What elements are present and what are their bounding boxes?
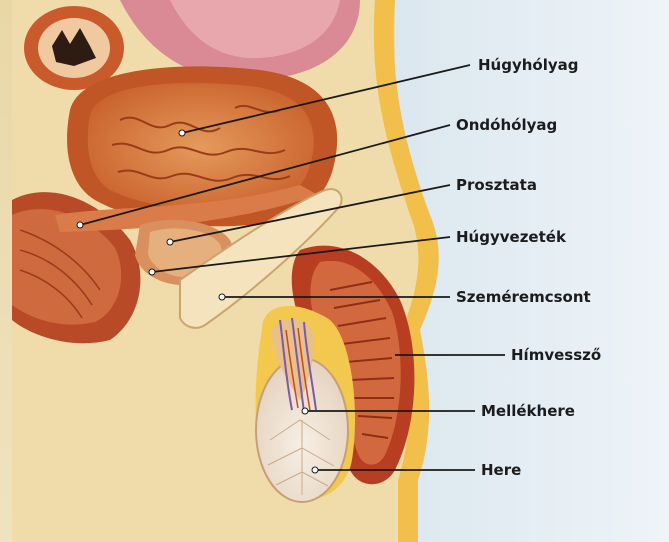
label-penis: Hímvessző	[511, 346, 601, 364]
label-prostate: Prosztata	[456, 176, 537, 194]
label-seminal-vesicle: Ondóhólyag	[456, 116, 557, 134]
label-pubic-bone: Szeméremcsont	[456, 288, 591, 306]
label-epididymis: Mellékhere	[481, 402, 575, 420]
label-bladder: Húgyhólyag	[478, 56, 579, 74]
label-urethra: Húgyvezeték	[456, 228, 567, 246]
label-testis: Here	[481, 461, 521, 479]
